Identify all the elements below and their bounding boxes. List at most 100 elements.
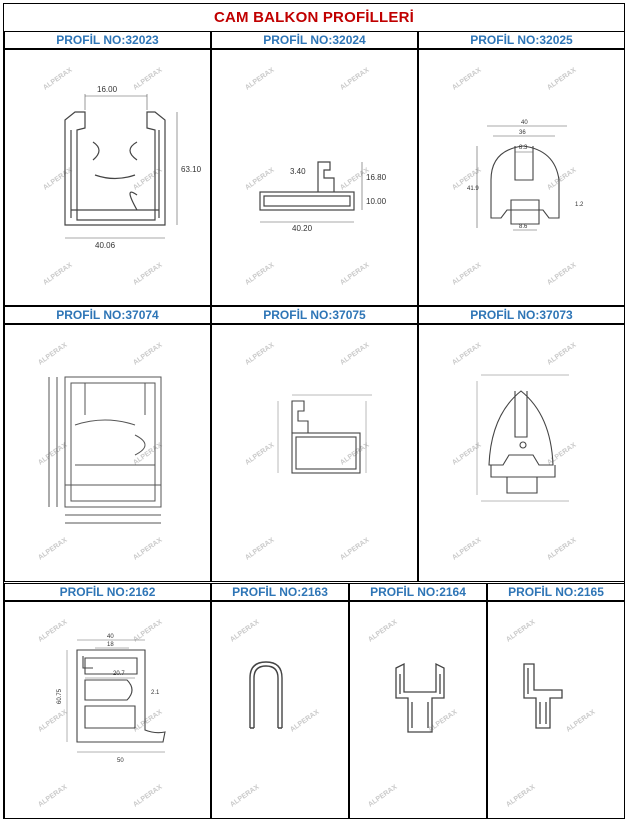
watermark-text: ALPERAX [451, 537, 483, 562]
watermark-text: ALPERAX [451, 262, 483, 287]
watermark-group: ALPERAX ALPERAX ALPERAX ALPERAX ALPERAX … [37, 342, 164, 562]
watermark-text: ALPERAX [132, 342, 164, 367]
profile-shape-37074 [48, 376, 162, 524]
title-row: CAM BALKON PROFİLLERİ [4, 4, 624, 32]
dimension-lines [65, 94, 178, 239]
dimension-label: 3.40 [290, 167, 306, 176]
watermark-text: ALPERAX [132, 262, 164, 287]
dimension-lines [66, 639, 165, 753]
profile-shape-2162 [76, 649, 166, 743]
watermark-text: ALPERAX [42, 67, 74, 92]
profile-drawing-37074: ALPERAX ALPERAX ALPERAX ALPERAX ALPERAX … [4, 324, 211, 582]
watermark-text: ALPERAX [546, 262, 578, 287]
watermark-group: ALPERAX ALPERAX ALPERAX ALPERAX ALPERAX … [244, 67, 371, 287]
watermark-text: ALPERAX [546, 167, 578, 192]
watermark-text: ALPERAX [244, 262, 276, 287]
watermark-text: ALPERAX [565, 709, 597, 734]
watermark-text: ALPERAX [42, 262, 74, 287]
dimension-label: 2.1 [151, 690, 160, 696]
watermark-text: ALPERAX [244, 537, 276, 562]
watermark-text: ALPERAX [229, 784, 261, 809]
profile-shape-37075 [291, 400, 361, 474]
watermark-group: ALPERAX ALPERAX ALPERAX ALPERAX ALPERAX … [244, 342, 371, 562]
dimension-label: 40 [107, 634, 114, 640]
dimension-label: 63.10 [181, 165, 202, 174]
watermark-text: ALPERAX [546, 67, 578, 92]
dimension-label: 18 [107, 642, 114, 648]
watermark-text: ALPERAX [367, 619, 399, 644]
watermark-text: ALPERAX [451, 342, 483, 367]
dimension-label: 41.9 [467, 186, 479, 192]
profile-drawing-32024: ALPERAX ALPERAX ALPERAX ALPERAX ALPERAX … [211, 49, 418, 306]
watermark-text: ALPERAX [339, 67, 371, 92]
profile-header-32024: PROFİL NO:32024 [211, 31, 418, 49]
watermark-text: ALPERAX [339, 262, 371, 287]
profile-drawing-2163: ALPERAX ALPERAX ALPERAX [211, 601, 349, 819]
watermark-text: ALPERAX [546, 537, 578, 562]
profile-drawing-2162: ALPERAX ALPERAX ALPERAX ALPERAX ALPERAX … [4, 601, 211, 819]
profile-drawing-2164: ALPERAX ALPERAX ALPERAX [349, 601, 487, 819]
watermark-group: ALPERAX ALPERAX ALPERAX [367, 619, 459, 809]
profile-shape-37073 [488, 390, 556, 494]
watermark-group: ALPERAX ALPERAX ALPERAX ALPERAX ALPERAX … [451, 342, 578, 562]
watermark-text: ALPERAX [451, 67, 483, 92]
profile-header-2162: PROFİL NO:2162 [4, 583, 211, 601]
profile-drawing-2165: ALPERAX ALPERAX ALPERAX [487, 601, 625, 819]
watermark-text: ALPERAX [37, 537, 69, 562]
profile-shape-32023 [64, 111, 166, 226]
profile-shape-2165 [523, 663, 563, 729]
profile-header-37074: PROFİL NO:37074 [4, 306, 211, 324]
watermark-text: ALPERAX [244, 342, 276, 367]
profile-header-32023: PROFİL NO:32023 [4, 31, 211, 49]
watermark-text: ALPERAX [229, 619, 261, 644]
dimension-label: 60.75 [57, 688, 63, 704]
profile-header-37073: PROFİL NO:37073 [418, 306, 625, 324]
dimension-lines [476, 374, 569, 502]
dimension-lines [277, 394, 372, 473]
watermark-text: ALPERAX [367, 784, 399, 809]
profile-shape-32025 [490, 145, 560, 225]
watermark-group: ALPERAX ALPERAX ALPERAX ALPERAX ALPERAX … [42, 67, 164, 287]
watermark-text: ALPERAX [505, 619, 537, 644]
profile-header-37075: PROFİL NO:37075 [211, 306, 418, 324]
dimension-label: 20.7 [113, 671, 125, 677]
dimension-label: 1.2 [575, 202, 584, 208]
watermark-text: ALPERAX [37, 619, 69, 644]
watermark-text: ALPERAX [37, 442, 69, 467]
profile-header-32025: PROFİL NO:32025 [418, 31, 625, 49]
dimension-label: 40.06 [95, 241, 116, 250]
watermark-group: ALPERAX ALPERAX ALPERAX [505, 619, 597, 809]
profile-drawing-37073: ALPERAX ALPERAX ALPERAX ALPERAX ALPERAX … [418, 324, 625, 582]
profile-shape-2163 [249, 661, 283, 729]
dimension-label: 16.80 [366, 173, 387, 182]
watermark-text: ALPERAX [244, 442, 276, 467]
watermark-text: ALPERAX [132, 709, 164, 734]
dimension-label: 8.6 [519, 224, 528, 230]
watermark-text: ALPERAX [37, 784, 69, 809]
watermark-text: ALPERAX [244, 67, 276, 92]
watermark-text: ALPERAX [451, 442, 483, 467]
dimension-label: 36 [519, 130, 526, 136]
profile-header-2163: PROFİL NO:2163 [211, 583, 349, 601]
dimension-label: 8.3 [519, 145, 528, 151]
watermark-text: ALPERAX [132, 784, 164, 809]
profile-drawing-32025: ALPERAX ALPERAX ALPERAX ALPERAX ALPERAX … [418, 49, 625, 306]
watermark-text: ALPERAX [37, 342, 69, 367]
watermark-text: ALPERAX [132, 67, 164, 92]
dimension-label: 10.00 [366, 197, 387, 206]
watermark-text: ALPERAX [132, 537, 164, 562]
page-title: CAM BALKON PROFİLLERİ [213, 9, 415, 26]
profile-drawing-32023: ALPERAX ALPERAX ALPERAX ALPERAX ALPERAX … [4, 49, 211, 306]
watermark-text: ALPERAX [505, 784, 537, 809]
watermark-text: ALPERAX [244, 167, 276, 192]
watermark-text: ALPERAX [339, 537, 371, 562]
watermark-text: ALPERAX [42, 167, 74, 192]
dimension-label: 40 [521, 120, 528, 126]
watermark-text: ALPERAX [37, 709, 69, 734]
dimension-lines [476, 125, 567, 231]
watermark-group: ALPERAX ALPERAX ALPERAX [229, 619, 321, 809]
watermark-text: ALPERAX [289, 709, 321, 734]
dimension-label: 16.00 [97, 85, 118, 94]
profile-shape-2164 [395, 662, 445, 733]
profile-shape-32024 [259, 161, 355, 211]
